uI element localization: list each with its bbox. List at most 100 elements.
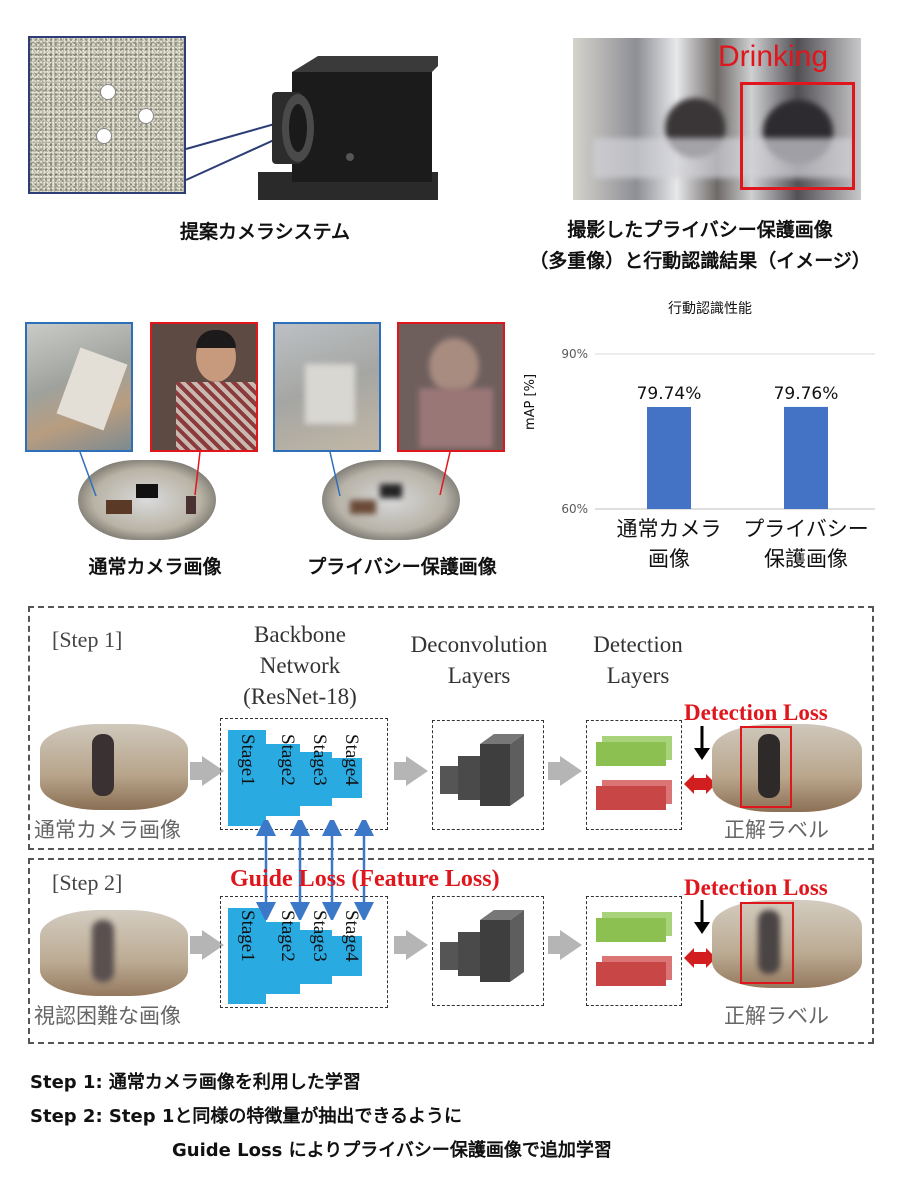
detection-loss-label-step1: Detection Loss <box>684 700 828 725</box>
pinhole <box>96 128 112 144</box>
loss-arrows-step1 <box>684 726 716 794</box>
detection-loss-label-step2: Detection Loss <box>684 875 828 900</box>
flow-arrow-head <box>560 756 582 786</box>
step1-panel <box>28 606 874 850</box>
camera-image <box>258 56 438 200</box>
ground-truth-image-step2 <box>712 900 862 988</box>
flow-arrow-head <box>406 756 428 786</box>
y-axis-label: mAP [%] <box>523 373 538 430</box>
privacy-image-caption-1: 撮影したプライバシー保護画像 <box>567 219 833 241</box>
normal-crop-left <box>25 322 133 452</box>
stage-label: Stage4 <box>341 910 362 962</box>
deconv-header-2: Layers <box>447 663 511 688</box>
note-line-2: Step 2: Step 1と同様の特徴量が抽出できるように <box>30 1106 463 1127</box>
chart-title: 行動認識性能 <box>668 301 752 317</box>
flow-arrow-head <box>560 930 582 960</box>
crop-lines <box>79 451 451 497</box>
deconv-blocks-step1 <box>440 734 524 806</box>
step2-panel <box>28 858 874 1044</box>
step1-label: [Step 1] <box>52 627 123 652</box>
stage-label: Stage1 <box>237 734 258 786</box>
stage-label: Stage2 <box>277 910 298 962</box>
ground-truth-image-step1 <box>712 724 862 812</box>
privacy-image-caption: プライバシー保護画像 <box>307 556 497 578</box>
stage-label: Stage1 <box>237 910 258 962</box>
step1-input-caption: 通常カメラ画像 <box>34 818 181 842</box>
privacy-fisheye-image <box>322 460 460 540</box>
gt-caption-step1: 正解ラベル <box>724 818 829 842</box>
step2-input-caption: 視認困難な画像 <box>34 1004 181 1028</box>
deconv-header-1: Deconvolution <box>410 632 548 657</box>
x-tick-label: 保護画像 <box>764 547 848 571</box>
stage4-block <box>332 758 362 798</box>
guide-loss-label: Guide Loss (Feature Loss) <box>230 866 500 892</box>
detect-red-block <box>596 786 666 810</box>
stage3-block <box>300 930 332 984</box>
flow-arrow-head <box>202 930 224 960</box>
backbone-header-1: Backbone <box>254 622 346 647</box>
flow-arrow-head <box>202 756 224 786</box>
flow-arrow <box>394 762 408 780</box>
deconv-blocks-step2 <box>440 910 524 982</box>
flow-arrow <box>548 762 562 780</box>
normal-image-caption: 通常カメラ画像 <box>88 556 222 578</box>
stage-label: Stage4 <box>341 734 362 786</box>
stage4-block <box>332 936 362 976</box>
detect-box-step1 <box>586 720 682 830</box>
guide-loss-arrows <box>256 820 374 920</box>
data-label: 79.74% <box>637 384 702 404</box>
flow-arrow <box>548 936 562 954</box>
stage-label: Stage3 <box>309 910 330 962</box>
gt-box-step1 <box>740 726 792 808</box>
backbone-header-2: Network <box>259 653 341 678</box>
detect-green-block <box>596 742 666 766</box>
deconv-box-step1 <box>432 720 544 830</box>
loss-arrows-step2 <box>684 900 716 968</box>
step2-input-image <box>40 910 188 996</box>
flow-arrow <box>394 936 408 954</box>
data-label: 79.76% <box>774 384 839 404</box>
flow-arrow <box>190 936 204 954</box>
bar-normal <box>647 407 691 509</box>
note-line-1: Step 1: 通常カメラ画像を利用した学習 <box>30 1072 361 1093</box>
stage1-block <box>228 908 266 1004</box>
detect-header-1: Detection <box>593 632 683 657</box>
privacy-crop-left <box>273 322 381 452</box>
step2-label: [Step 2] <box>52 870 123 895</box>
stage2-block <box>266 744 300 816</box>
normal-fisheye-image <box>78 460 216 540</box>
x-tick-label: 通常カメラ <box>617 517 722 541</box>
gt-box-step2 <box>740 902 794 984</box>
detect-red-block <box>596 962 666 986</box>
stage2-block <box>266 922 300 994</box>
note-line-3: Guide Loss によりプライバシー保護画像で追加学習 <box>172 1140 612 1161</box>
deconv-box-step2 <box>432 896 544 1006</box>
flow-arrow <box>190 762 204 780</box>
stage1-block <box>228 730 266 826</box>
flow-arrow-head <box>406 930 428 960</box>
pinhole <box>100 84 116 100</box>
detect-green-block <box>596 918 666 942</box>
detection-box <box>740 82 855 190</box>
detect-header-2: Layers <box>606 663 670 688</box>
camera-system-caption: 提案カメラシステム <box>179 221 351 243</box>
sensor-pattern-image <box>28 36 186 194</box>
y-tick-label: 60% <box>561 502 588 516</box>
x-tick-label: 画像 <box>648 547 690 571</box>
y-tick-label: 90% <box>561 347 588 361</box>
gt-caption-step2: 正解ラベル <box>724 1004 829 1028</box>
multi-image-photo <box>573 38 861 200</box>
privacy-image-caption-2: （多重像）と行動認識結果（イメージ） <box>529 250 871 272</box>
backbone-header-3: (ResNet-18) <box>243 684 357 709</box>
pinhole <box>138 108 154 124</box>
privacy-crop-right <box>397 322 505 452</box>
stage-label: Stage3 <box>309 734 330 786</box>
step1-input-image <box>40 724 188 810</box>
stage3-block <box>300 752 332 806</box>
detect-box-step2 <box>586 896 682 1006</box>
normal-crop-right <box>150 322 258 452</box>
bar-privacy <box>784 406 828 509</box>
x-tick-label: プライバシー <box>743 517 869 541</box>
stage-label: Stage2 <box>277 734 298 786</box>
bar-chart: 90% 60% 79.74% 79.76% 通常カメラ 画像 プライバシー 保護… <box>561 347 875 571</box>
